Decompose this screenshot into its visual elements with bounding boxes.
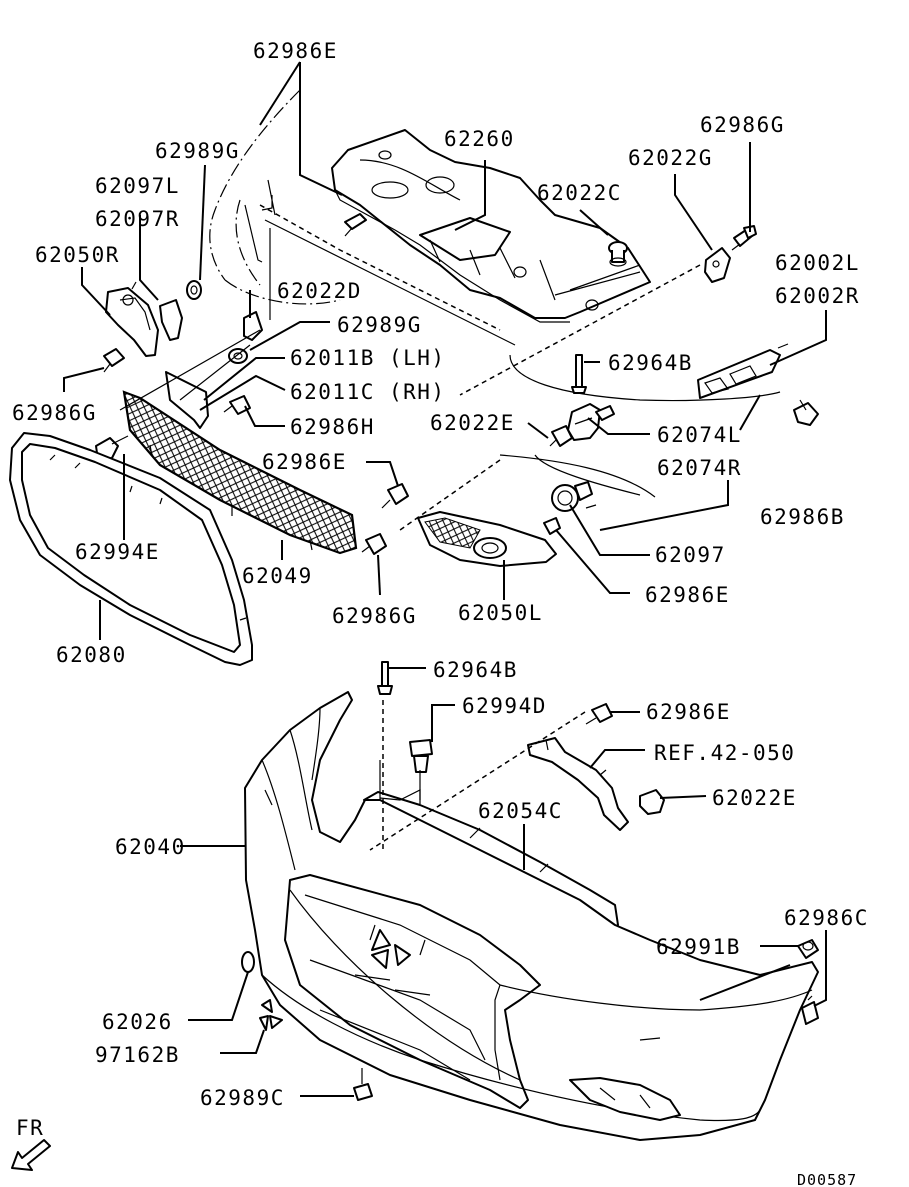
label-62022D: 62022D	[277, 279, 362, 303]
washer-62989G-mid	[228, 348, 248, 364]
label-62080: 62080	[56, 643, 127, 667]
ghost-arc-lower2	[534, 454, 641, 496]
ref-bracket-42-050	[527, 737, 629, 831]
label-62074R: 62074R	[657, 456, 742, 480]
align-line-1	[259, 204, 501, 331]
nut-62991B	[797, 939, 819, 959]
align-line-4	[119, 329, 261, 411]
label-62994E: 62994E	[75, 540, 160, 564]
label-62022G: 62022G	[628, 146, 713, 170]
body-outline-ghost	[209, 89, 341, 305]
label-62050L: 62050L	[458, 601, 543, 625]
label-62989C: 62989C	[200, 1086, 285, 1110]
align-line-2	[459, 264, 701, 396]
screw-62986C	[801, 995, 819, 1025]
label-62022E-mid: 62022E	[430, 411, 515, 435]
rivet-62964B-upper	[571, 354, 587, 394]
clip-62989C	[353, 1068, 373, 1101]
label-62986G-top-right: 62986G	[700, 113, 785, 137]
bumper-cover-62040	[244, 691, 819, 1141]
screw-upper-left	[344, 213, 367, 237]
emblem-97162B-mark	[371, 929, 411, 969]
upper-radiator-support-cover	[331, 129, 651, 323]
label-62002R: 62002R	[775, 284, 860, 308]
label-62040: 62040	[115, 835, 186, 859]
fr-label: FR	[16, 1116, 44, 1140]
fog-lamp-62097	[551, 481, 597, 512]
clip-62026	[241, 951, 255, 973]
label-62986C: 62986C	[784, 906, 869, 930]
front-arrow-icon	[11, 1139, 51, 1171]
clip-62022E-mid	[549, 425, 573, 447]
label-62011B-lh: 62011B (LH)	[290, 346, 446, 370]
mesh-grille-62049	[122, 390, 358, 555]
label-62049: 62049	[242, 564, 313, 588]
label-62986B: 62986B	[760, 505, 845, 529]
bumper-grille-frame	[284, 874, 541, 1109]
clip-62022C	[608, 241, 628, 267]
screw-62986G-top-right	[731, 225, 757, 251]
label-62986E-top: 62986E	[253, 39, 338, 63]
align-line-5	[264, 219, 516, 346]
label-62964B-bottom: 62964B	[433, 658, 518, 682]
align-line-7	[369, 711, 586, 851]
fog-cover-62050L	[417, 511, 557, 567]
ghost-arc-grille	[509, 354, 781, 402]
fog-recess-lower	[569, 1077, 681, 1121]
rivet-62964B-lower	[377, 661, 393, 695]
label-62054C: 62054C	[478, 799, 563, 823]
label-62989G-mid: 62989G	[337, 313, 422, 337]
drawing-code: D00587	[797, 1171, 857, 1187]
screw-62986E-low	[585, 703, 613, 725]
label-62011C-rh: 62011C (RH)	[290, 380, 446, 404]
label-62050R: 62050R	[35, 243, 120, 267]
label-62022C: 62022C	[537, 181, 622, 205]
emblem-97162B	[259, 999, 283, 1031]
front-direction-indicator: FR	[11, 1116, 51, 1171]
label-ref-42-050: REF.42-050	[654, 741, 795, 765]
bracket-62050R	[105, 281, 159, 357]
trim-strip-62002	[697, 343, 789, 399]
label-62964B-top: 62964B	[608, 351, 693, 375]
leader-lines	[63, 61, 827, 1097]
label-62991B: 62991B	[656, 935, 741, 959]
align-line-8	[379, 760, 421, 800]
clip-62022D	[243, 311, 263, 341]
clip-62022E-low	[639, 789, 665, 815]
label-62022E-low: 62022E	[712, 786, 797, 810]
label-62074L: 62074L	[657, 423, 742, 447]
label-62986G-bottom: 62986G	[332, 604, 417, 628]
clip-62022G	[704, 247, 731, 283]
screw-62986B	[793, 399, 819, 426]
bracket-62097	[159, 299, 183, 341]
label-62986E-mid: 62986E	[262, 450, 347, 474]
label-62986H: 62986H	[290, 415, 375, 439]
clip-62994D	[409, 739, 433, 773]
label-62986E-right: 62986E	[645, 583, 730, 607]
align-line-3	[399, 459, 501, 531]
label-62097R: 62097R	[95, 207, 180, 231]
part-labels: 62986E 62989G 62260 62986G 62022G 62022C…	[12, 39, 869, 1110]
label-62986G-left: 62986G	[12, 401, 97, 425]
ghost-arc-lower	[499, 454, 656, 498]
grille-frame-62080	[9, 432, 253, 666]
label-62994D: 62994D	[462, 694, 547, 718]
label-62097L: 62097L	[95, 174, 180, 198]
screw-62986G-bottom	[361, 533, 387, 555]
label-62026: 62026	[102, 1010, 173, 1034]
washer-62989G-top	[186, 280, 202, 300]
label-62989G-top: 62989G	[155, 139, 240, 163]
screw-62986E-mid	[381, 483, 409, 509]
bracket-62074	[567, 403, 615, 441]
label-62986E-low: 62986E	[646, 700, 731, 724]
screw-62986H	[223, 395, 251, 415]
label-62260: 62260	[444, 127, 515, 151]
label-97162B: 97162B	[95, 1043, 180, 1067]
label-62002L: 62002L	[775, 251, 860, 275]
bracket-62011	[165, 371, 209, 429]
label-62097: 62097	[655, 543, 726, 567]
screw-62986G-left	[103, 348, 125, 373]
